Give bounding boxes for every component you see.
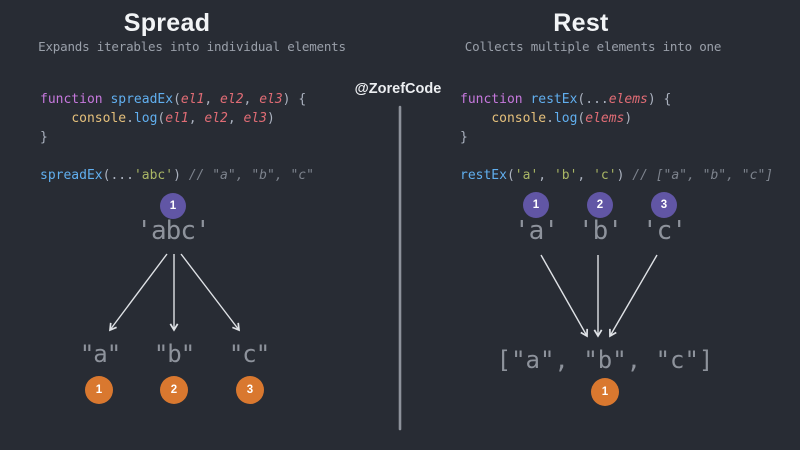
watermark: @ZorefCode [354,81,442,97]
badge-number: 1 [601,386,609,398]
spread-source-badge-number: 1 [169,200,177,212]
rest-arrow-a [540,254,589,338]
badge-number: 3 [246,384,254,396]
spread-result-badge-1: 1 [85,376,113,404]
spread-source-badge: 1 [160,193,186,219]
spread-code-block: function spreadEx(el1, el2, el3) { conso… [40,92,314,183]
spread-result-label-c: "c" [228,340,270,368]
spread-arrows [108,253,241,332]
spread-title: Spread [123,9,211,37]
rest-arrow-c [609,254,658,338]
spread-arrow-c [180,253,241,332]
rest-source-label-b: 'b' [578,216,623,246]
spread-subtitle: Expands iterables into individual elemen… [38,39,346,54]
badge-number: 1 [95,384,103,396]
badge-number: 2 [170,384,178,396]
rest-source-label-c: 'c' [642,216,687,246]
badge-number: 1 [532,199,540,211]
rest-arrows [540,254,658,338]
rest-result-label: ["a", "b", "c"] [496,346,714,374]
rest-result-badge: 1 [591,378,619,406]
spread-source-label: 'abc' [136,216,210,246]
badge-number: 2 [596,199,604,211]
rest-source-badge-2: 2 [587,192,613,218]
spread-result-badge-2: 2 [160,376,188,404]
badge-number: 3 [660,199,668,211]
rest-subtitle: Collects multiple elements into one [464,39,722,54]
rest-code-block: function restEx(...elems) { console.log(… [460,92,774,183]
spread-result-badge-3: 3 [236,376,264,404]
spread-result-label-a: "a" [79,340,121,368]
rest-title: Rest [553,9,609,37]
rest-source-badge-3: 3 [651,192,677,218]
rest-source-label-a: 'a' [514,216,559,246]
spread-arrow-a [108,253,168,332]
spread-result-label-b: "b" [153,340,195,368]
rest-source-badge-1: 1 [523,192,549,218]
